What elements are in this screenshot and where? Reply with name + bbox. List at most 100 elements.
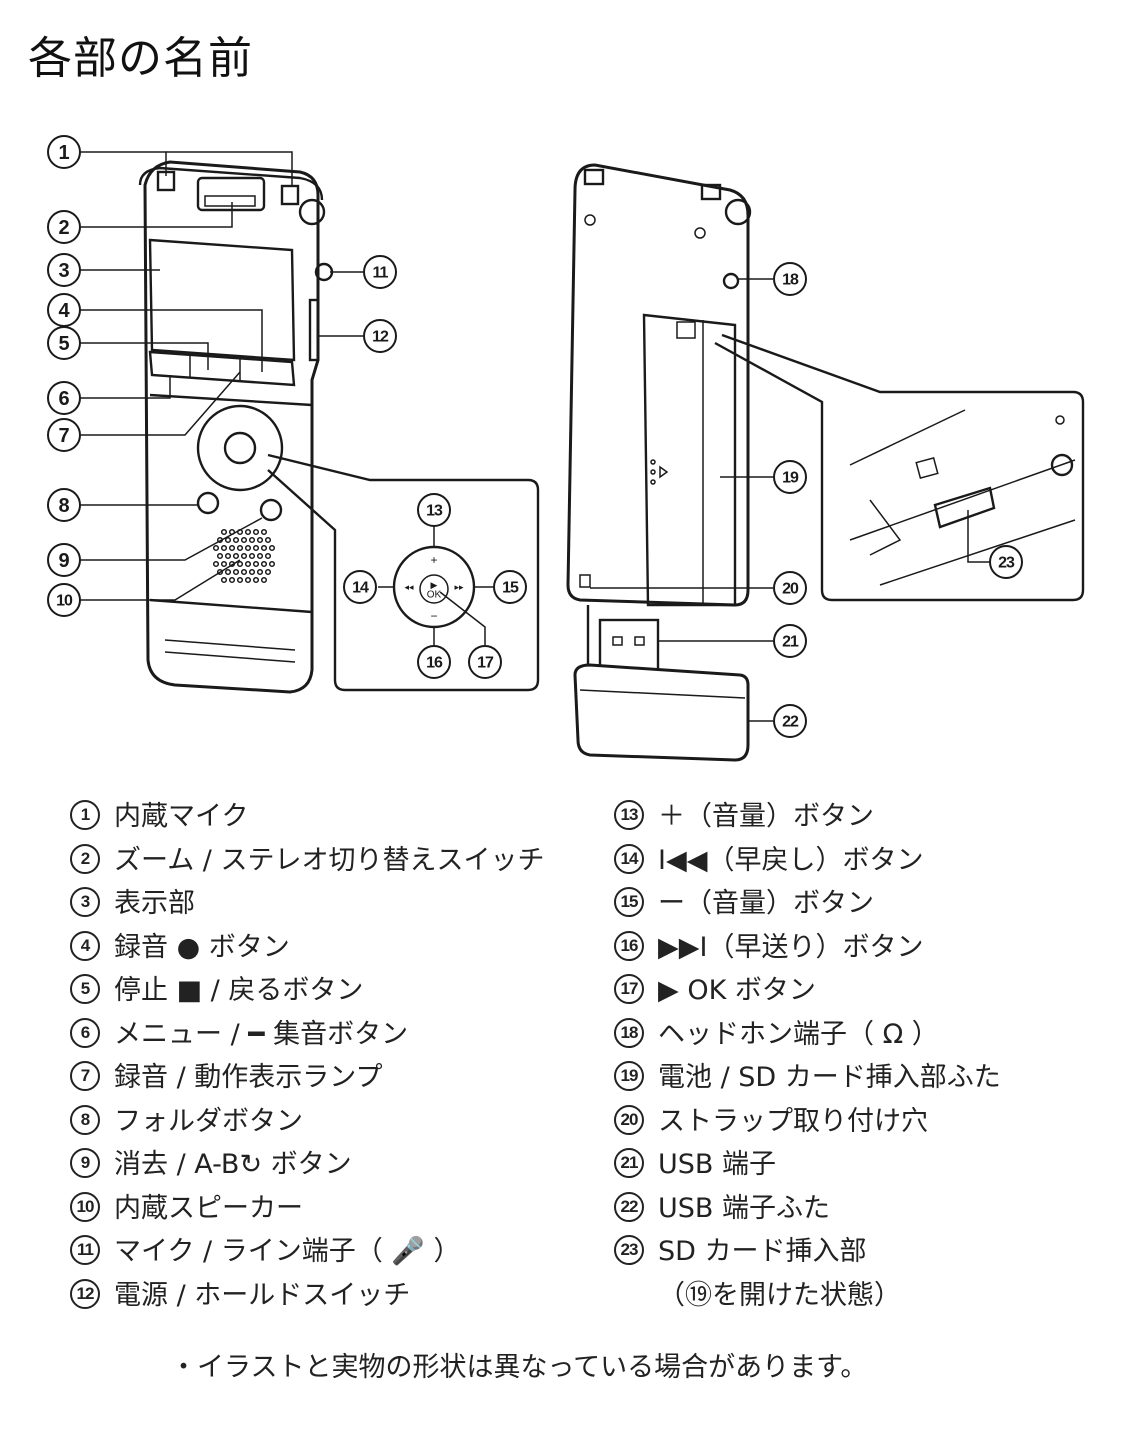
legend-item: 17▶ OK ボタン (614, 969, 1001, 1013)
number-badge: 10 (70, 1191, 100, 1222)
callout-7: 7 (47, 418, 81, 452)
number-badge: 8 (70, 1104, 100, 1135)
callout-13: 13 (417, 493, 451, 527)
legend-label: 表示部 (114, 888, 195, 919)
svg-text:5: 5 (58, 333, 69, 355)
callout-8: 8 (47, 488, 81, 522)
number-badge: 19 (614, 1061, 644, 1091)
number-badge: 13 (614, 800, 644, 830)
legend-label: ▶▶I（早送り）ボタン (658, 931, 924, 963)
usb-cap (573, 663, 750, 762)
svg-text:22: 22 (782, 714, 799, 731)
callout-15: 15 (493, 570, 527, 604)
svg-text:19: 19 (782, 470, 799, 487)
callout-22: 22 (773, 704, 807, 738)
number-badge: 23 (614, 1235, 644, 1265)
legend-label: 電池 / SD カード挿入部ふた (658, 1062, 1001, 1093)
callout-16: 16 (417, 645, 451, 679)
legend-label: ー（音量）ボタン (658, 888, 874, 919)
svg-text:3: 3 (58, 260, 69, 282)
svg-text:2: 2 (58, 217, 69, 239)
callout-18: 18 (773, 262, 807, 296)
dpad-ring (196, 404, 284, 492)
sd-slot (933, 486, 996, 529)
number-badge: 7 (70, 1061, 100, 1091)
svg-text:11: 11 (373, 265, 389, 282)
dpad-detail-box: + − ▶ OK ◂◂ ▸▸ (267, 453, 540, 692)
number-badge: 6 (70, 1017, 100, 1048)
legend-item: 10 内蔵スピーカー (70, 1187, 544, 1231)
number-badge: 5 (70, 974, 100, 1004)
zoom-switch (196, 176, 266, 212)
svg-text:9: 9 (58, 550, 69, 572)
display (148, 238, 296, 362)
callout-4: 4 (47, 293, 81, 327)
legend-label: フォルダボタン (114, 1105, 303, 1137)
battery-cover (642, 313, 737, 607)
number-badge: 20 (614, 1104, 644, 1135)
svg-text:21: 21 (782, 634, 799, 651)
legend-label: 内蔵スピーカー (114, 1192, 303, 1224)
callout-9: 9 (47, 543, 81, 577)
number-badge: 4 (70, 930, 100, 961)
svg-text:13: 13 (426, 503, 443, 520)
front-device-illustration (138, 160, 334, 694)
svg-text:8: 8 (58, 495, 69, 517)
callout-10: 10 (47, 583, 81, 617)
legend-item: 13＋（音量）ボタン (614, 795, 1001, 839)
usb-connector (598, 618, 660, 672)
number-badge: 9 (70, 1148, 100, 1178)
callout-20: 20 (773, 571, 807, 605)
svg-text:1: 1 (58, 142, 69, 164)
legend-label: I◀◀（早戻し）ボタン (658, 844, 924, 876)
legend-label: 録音 / 動作表示ランプ (114, 1062, 383, 1093)
number-badge: 18 (614, 1017, 644, 1048)
mic-grille-right (280, 184, 300, 206)
number-badge: 11 (70, 1235, 100, 1265)
power-switch (308, 298, 320, 362)
svg-text:18: 18 (782, 272, 799, 289)
number-badge: 12 (70, 1278, 100, 1309)
callout-12: 12 (363, 319, 397, 353)
callout-19: 19 (773, 460, 807, 494)
svg-text:16: 16 (426, 655, 443, 672)
dpad-ok-button (223, 431, 257, 465)
number-badge: 3 (70, 887, 100, 917)
svg-text:17: 17 (477, 655, 494, 672)
svg-text:7: 7 (58, 425, 69, 447)
strap-hole (579, 574, 591, 588)
dpad-ff-label: ▸▸ (454, 582, 464, 592)
number-badge: 2 (70, 843, 100, 874)
legend-label: マイク / ライン端子（ 🎤 ） (114, 1236, 461, 1267)
dpad-rew-label: ◂◂ (404, 582, 414, 592)
legend-label: メニュー / ━ 集音ボタン (114, 1018, 409, 1050)
legend-item: 3 表示部 (70, 882, 544, 926)
headphone-jack (722, 272, 740, 290)
svg-text:12: 12 (372, 329, 389, 346)
button-row (148, 350, 296, 387)
dpad-minus-label: − (430, 609, 437, 623)
svg-text:23: 23 (998, 555, 1015, 572)
callout-6: 6 (47, 381, 81, 415)
legend-label: USB 端子 (658, 1149, 777, 1180)
legend-item: 7 録音 / 動作表示ランプ (70, 1056, 544, 1100)
number-badge: 21 (614, 1148, 644, 1178)
svg-text:6: 6 (58, 388, 69, 410)
disclaimer-note: ・イラストと実物の形状は異なっている場合があります。 (170, 1352, 868, 1383)
number-badge: 16 (614, 930, 644, 961)
erase-button (259, 498, 283, 522)
dpad-ok-label: OK (427, 590, 442, 601)
front-callout-lines (80, 151, 364, 601)
back-callout-lines (590, 278, 773, 722)
folder-button (196, 491, 220, 515)
svg-text:10: 10 (56, 593, 73, 610)
